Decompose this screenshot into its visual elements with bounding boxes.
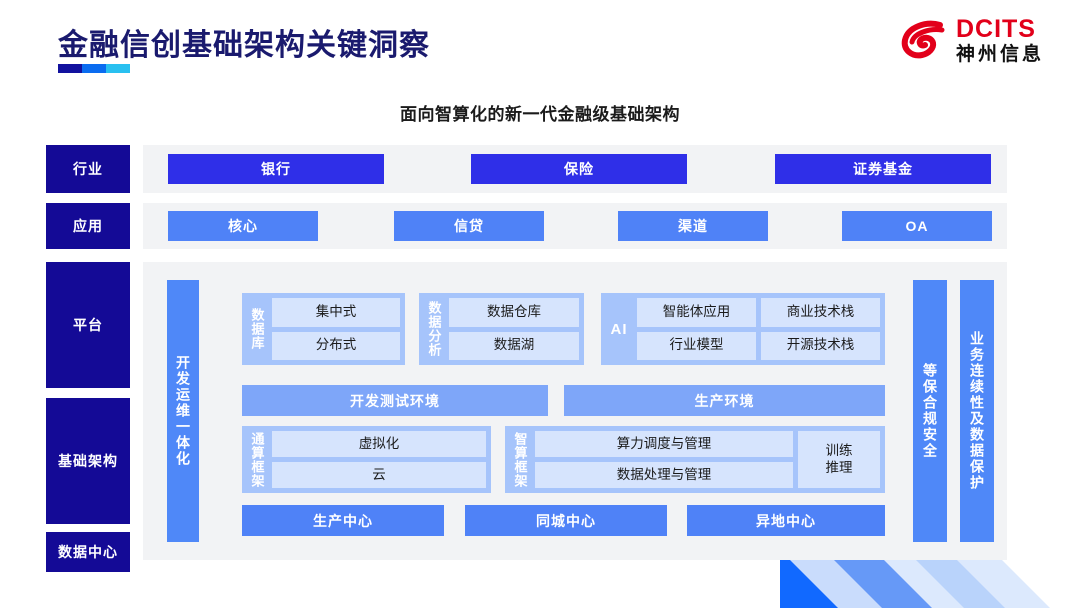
row-label-infrastructure: 基础架构: [46, 398, 130, 524]
intelligent-compute-side-cell[interactable]: 训练 推理: [798, 431, 880, 488]
industry-item-0[interactable]: 银行: [168, 154, 384, 184]
group-label-general-compute: 通算框架: [249, 431, 265, 488]
group-database[interactable]: 数据库 集中式 分布式: [242, 293, 405, 365]
intelligent-compute-cell-0[interactable]: 算力调度与管理: [535, 431, 793, 457]
devops-vertical-bar[interactable]: 开发运维一体化: [167, 280, 199, 542]
environment-production[interactable]: 生产环境: [564, 385, 885, 416]
continuity-vertical-bar[interactable]: 业务连续性及数据保护: [960, 280, 994, 542]
row-label-platform: 平台: [46, 262, 130, 388]
industry-item-1[interactable]: 保险: [471, 154, 687, 184]
group-ai[interactable]: AI 智能体应用 行业模型 商业技术栈 开源技术栈: [601, 293, 885, 365]
group-data-analysis[interactable]: 数据分析 数据仓库 数据湖: [419, 293, 584, 365]
swirl-icon: [900, 16, 948, 64]
group-general-compute[interactable]: 通算框架 虚拟化 云: [242, 426, 491, 493]
diagram-subtitle: 面向智算化的新一代金融级基础架构: [400, 105, 680, 124]
database-cell-1[interactable]: 分布式: [272, 331, 400, 360]
header: 金融信创基础架构关键洞察 DCITS 神州信息: [0, 0, 1080, 92]
row-label-datacenter: 数据中心: [46, 532, 130, 572]
general-compute-cell-1[interactable]: 云: [272, 462, 486, 488]
application-item-2[interactable]: 渠道: [618, 211, 768, 241]
application-item-0[interactable]: 核心: [168, 211, 318, 241]
group-label-data-analysis: 数据分析: [426, 301, 442, 357]
logo-text-en: DCITS: [955, 14, 1036, 43]
center-item-1[interactable]: 同城中心: [465, 505, 667, 536]
general-compute-cell-0[interactable]: 虚拟化: [272, 431, 486, 457]
brand-logo: DCITS 神州信息: [900, 16, 1044, 64]
row-label-industry: 行业: [46, 145, 130, 193]
page-title: 金融信创基础架构关键洞察: [58, 29, 430, 62]
industry-item-2[interactable]: 证券基金: [775, 154, 991, 184]
ai-cell-right-1[interactable]: 开源技术栈: [761, 331, 880, 360]
group-label-ai: AI: [610, 320, 628, 338]
logo-text-cn: 神州信息: [955, 43, 1044, 65]
center-item-2[interactable]: 异地中心: [687, 505, 885, 536]
data-analysis-cell-0[interactable]: 数据仓库: [449, 298, 579, 327]
ai-cell-left-0[interactable]: 智能体应用: [637, 298, 756, 327]
title-accent-rule: [58, 64, 130, 73]
application-item-1[interactable]: 信贷: [394, 211, 544, 241]
group-intelligent-compute[interactable]: 智算框架 算力调度与管理 数据处理与管理 训练 推理: [505, 426, 885, 493]
compliance-vertical-bar[interactable]: 等保合规安全: [913, 280, 947, 542]
center-item-0[interactable]: 生产中心: [242, 505, 444, 536]
data-analysis-cell-1[interactable]: 数据湖: [449, 331, 579, 360]
application-item-3[interactable]: OA: [842, 211, 992, 241]
environment-dev-test[interactable]: 开发测试环境: [242, 385, 548, 416]
ai-cell-left-1[interactable]: 行业模型: [637, 331, 756, 360]
row-label-application: 应用: [46, 203, 130, 249]
database-cell-0[interactable]: 集中式: [272, 298, 400, 327]
intelligent-compute-cell-1[interactable]: 数据处理与管理: [535, 462, 793, 488]
ai-cell-right-0[interactable]: 商业技术栈: [761, 298, 880, 327]
group-label-intelligent-compute: 智算框架: [512, 431, 528, 488]
group-label-database: 数据库: [249, 308, 265, 350]
